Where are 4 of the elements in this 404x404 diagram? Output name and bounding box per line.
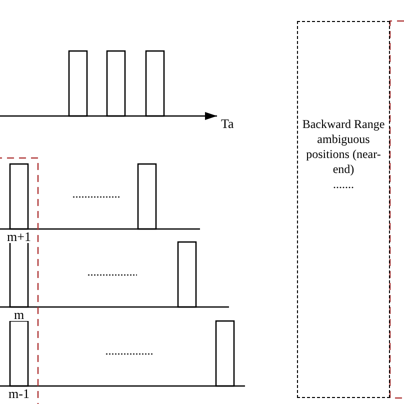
region-description: Backward Range ambiguous positions (near-end) — [301, 117, 386, 177]
dashed-region-box — [297, 21, 390, 398]
ellipsis-text: ....... — [332, 177, 355, 192]
axis-label: Ta — [221, 116, 234, 131]
